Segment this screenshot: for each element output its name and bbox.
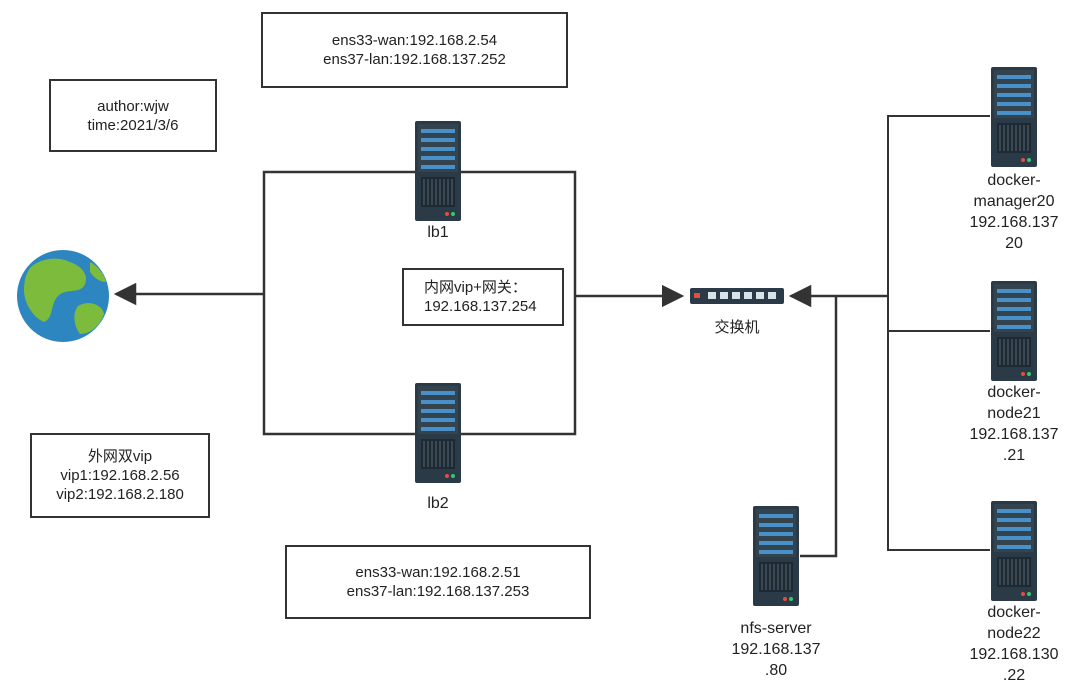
nfs-label-line: .80 (764, 662, 788, 679)
nfs-label-line: 192.168.137 (731, 641, 821, 658)
node22-label: docker-node22 192.168.130 .22 (970, 602, 1059, 686)
node21-label-line: node21 (987, 405, 1041, 422)
globe-icon (17, 250, 109, 342)
network-switch-icon (690, 288, 784, 304)
manager20-label-line: manager20 (973, 193, 1055, 210)
outer-vip-note: 外网双vip vip1:192.168.2.56 vip2:192.168.2.18… (30, 433, 210, 518)
nfs-link (800, 296, 838, 558)
node22-label-line: node22 (987, 625, 1041, 642)
inner-vip-note-line: 192.168.137.254 (424, 298, 537, 315)
node22-server-icon (990, 500, 1038, 602)
node22-label-line: 192.168.130 (969, 646, 1059, 663)
lb2-interfaces-note-line: ens37-lan:192.168.137.253 (346, 583, 530, 600)
outer-vip-note-line: vip1:192.168.2.56 (60, 467, 180, 484)
node21-server-icon (990, 280, 1038, 382)
lb1-interfaces-note: ens33-wan:192.168.2.54 ens37-lan:192.168.… (261, 12, 568, 88)
nfs-label: nfs-server 192.168.137 .80 (732, 618, 821, 681)
node22-label-line: docker- (987, 604, 1041, 621)
manager20-server-icon (990, 66, 1038, 168)
manager20-label-line: 20 (1005, 235, 1023, 252)
author-note-line: time:2021/3/6 (87, 116, 179, 134)
manager20-label-line: docker- (987, 172, 1041, 189)
lb1-server-icon (414, 120, 462, 222)
switch-label: 交换机 (714, 317, 759, 338)
lb1-label: lb1 (427, 222, 448, 243)
manager20-label-line: 192.168.137 (969, 214, 1059, 231)
lb2-label: lb2 (427, 493, 448, 514)
lb1-interfaces-note-line: ens33-wan:192.168.2.54 (331, 32, 498, 49)
node21-label-line: 192.168.137 (969, 426, 1059, 443)
nfs-server-icon (752, 505, 800, 607)
lb2-label-line: lb2 (427, 495, 449, 512)
manager20-label: docker-manager20 192.168.137 20 (970, 170, 1059, 254)
inner-vip-note-line: 内网vip+网关： (424, 279, 527, 296)
node22-label-line: .22 (1002, 667, 1026, 684)
outer-vip-note-line: 外网双vip (87, 448, 153, 465)
inner-vip-note: 内网vip+网关： 192.168.137.254 (402, 268, 564, 326)
author-note-line: author:wjw (97, 97, 169, 115)
outer-vip-note-line: vip2:192.168.2.180 (56, 486, 184, 503)
lb1-label-line: lb1 (427, 224, 449, 241)
nfs-label-line: nfs-server (740, 620, 812, 637)
lb2-server-icon (414, 382, 462, 484)
lb2-interfaces-note: ens33-wan:192.168.2.51 ens37-lan:192.168.… (285, 545, 591, 619)
switch-label-line: 交换机 (714, 319, 760, 336)
lb1-interfaces-note-line: ens37-lan:192.168.137.252 (323, 51, 506, 68)
node21-label-line: .21 (1002, 447, 1026, 464)
docker-bus (887, 115, 990, 551)
node21-label-line: docker- (987, 384, 1041, 401)
node21-label: docker-node21 192.168.137 .21 (970, 382, 1059, 466)
lb2-interfaces-note-line: ens33-wan:192.168.2.51 (355, 564, 521, 581)
